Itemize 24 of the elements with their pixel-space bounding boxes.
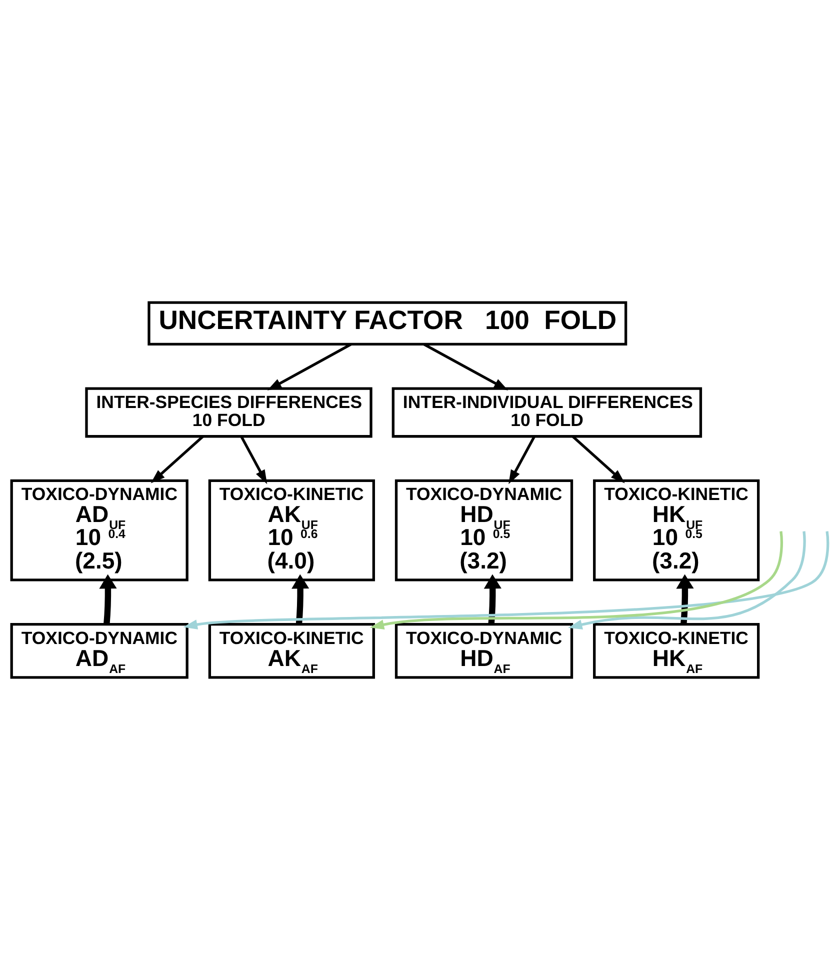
arrow [676, 574, 694, 624]
arrow [240, 435, 268, 484]
arrow [572, 435, 625, 483]
node-box: TOXICO-KINETIC AK$_{UF}$ 10 $^{0.6}$ (4.0) [208, 478, 375, 581]
node-box: TOXICO-KINETIC HK$_{AF}$ [593, 622, 760, 678]
node-box: TOXICO-DYNAMIC HD$_{UF}$ 10 $^{0.5}$ (3.2) [394, 478, 574, 581]
arrow [423, 342, 508, 390]
arrow [370, 530, 783, 629]
node-box: TOXICO-KINETIC AK$_{AF}$ [208, 622, 375, 678]
arrow [292, 574, 310, 624]
arrow [267, 342, 352, 390]
arrow [183, 530, 830, 629]
arrow [99, 574, 117, 624]
arrow [508, 435, 536, 484]
arrow [568, 530, 806, 629]
arrow [150, 435, 204, 483]
node-box: UNCERTAINTY FACTOR 100 FOLD [148, 300, 628, 346]
arrow [484, 574, 502, 624]
node-box: TOXICO-DYNAMIC HD$_{AF}$ [394, 622, 574, 678]
node-box: TOXICO-DYNAMIC AD$_{AF}$ [10, 622, 188, 678]
node-box: INTER-SPECIES DIFFERENCES 10 FOLD [85, 386, 372, 438]
node-box: TOXICO-KINETIC HK$_{UF}$ 10 $^{0.5}$ (3.2) [593, 478, 760, 581]
node-box: INTER-INDIVIDUAL DIFFERENCES 10 FOLD [392, 386, 702, 438]
node-box: TOXICO-DYNAMIC AD$_{UF}$ 10 $^{0.4}$ (2.5) [10, 478, 188, 581]
